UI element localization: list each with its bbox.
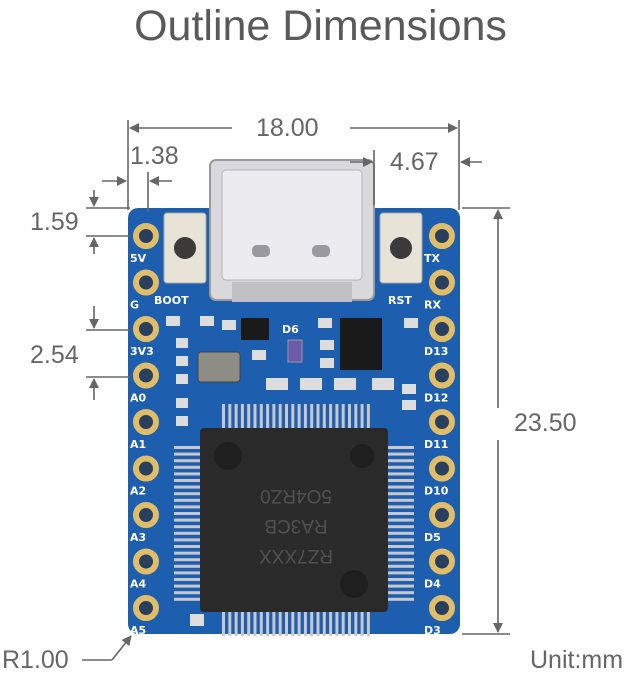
height-dimension-label: 23.50	[514, 409, 577, 437]
pin-label-a2: A2	[130, 485, 146, 498]
pin-label-a0: A0	[130, 392, 147, 405]
pitch-dimension-label: 2.54	[30, 341, 79, 369]
boot-label: BOOT	[154, 294, 189, 307]
dimension-lines	[82, 120, 510, 661]
pad-d3	[429, 595, 455, 621]
pin-label-d3: D3	[424, 624, 441, 637]
page-title: Outline Dimensions	[134, 2, 507, 50]
pad-tx	[429, 223, 455, 249]
pin-offset-dimension-label: 1.38	[130, 142, 179, 170]
rst-button-body	[379, 212, 423, 284]
led-label: D6	[282, 323, 299, 336]
pin-label-a3: A3	[130, 531, 146, 544]
right-pin-pads	[429, 223, 455, 621]
pad-a3	[133, 502, 159, 528]
pin-label-g: G	[130, 299, 139, 312]
pin-label-rx: RX	[424, 299, 441, 312]
pin-label-tx: TX	[424, 252, 441, 265]
pad-d12	[429, 362, 455, 389]
chip-marking-line1: RZ7XXX	[259, 545, 333, 566]
pad-rx	[429, 269, 455, 296]
pad-a1	[133, 409, 159, 435]
unit-label: Unit:mm	[530, 646, 624, 674]
pin-label-d12: D12	[424, 392, 448, 405]
pad-d10	[429, 455, 455, 482]
pad-d5	[429, 502, 455, 528]
pad-a5	[133, 595, 159, 621]
pad-g	[133, 269, 159, 296]
top-margin-dimension-label: 1.59	[30, 208, 79, 236]
pin-label-d13: D13	[424, 345, 448, 358]
pad-5v	[133, 223, 159, 249]
pin-label-d11: D11	[424, 438, 448, 451]
chip-marking-line3: 5O4RZ0	[260, 485, 332, 506]
pin-label-d4: D4	[424, 578, 441, 591]
pad-d13	[429, 316, 455, 342]
boot-button-body	[163, 212, 207, 284]
pin-label-5v: 5V	[130, 252, 147, 265]
pad-d4	[429, 548, 455, 575]
pin-label-a4: A4	[130, 578, 147, 591]
pad-a4	[133, 548, 159, 575]
usb-c-connector	[209, 159, 375, 302]
width-dimension-label: 18.00	[256, 114, 319, 142]
pad-a2	[133, 455, 159, 482]
pin-label-a1: A1	[130, 438, 146, 451]
rst-label: RST	[388, 294, 412, 307]
pad-3v3	[133, 316, 159, 342]
mcu-chip: RZ7XXX RA3CB 5O4RZ0	[174, 404, 414, 636]
pad-d11	[429, 409, 455, 435]
usb-offset-dimension-label: 4.67	[390, 148, 439, 176]
small-components	[166, 316, 418, 626]
pin-label-a5: A5	[130, 624, 146, 637]
pin-label-d10: D10	[424, 485, 449, 498]
pin-label-3v3: 3V3	[130, 345, 154, 358]
pin-label-d5: D5	[424, 531, 441, 544]
chip-marking-line2: RA3CB	[264, 515, 327, 536]
pad-a0	[133, 362, 159, 389]
left-pin-pads	[133, 223, 159, 621]
corner-radius-label: R1.00	[2, 646, 69, 674]
